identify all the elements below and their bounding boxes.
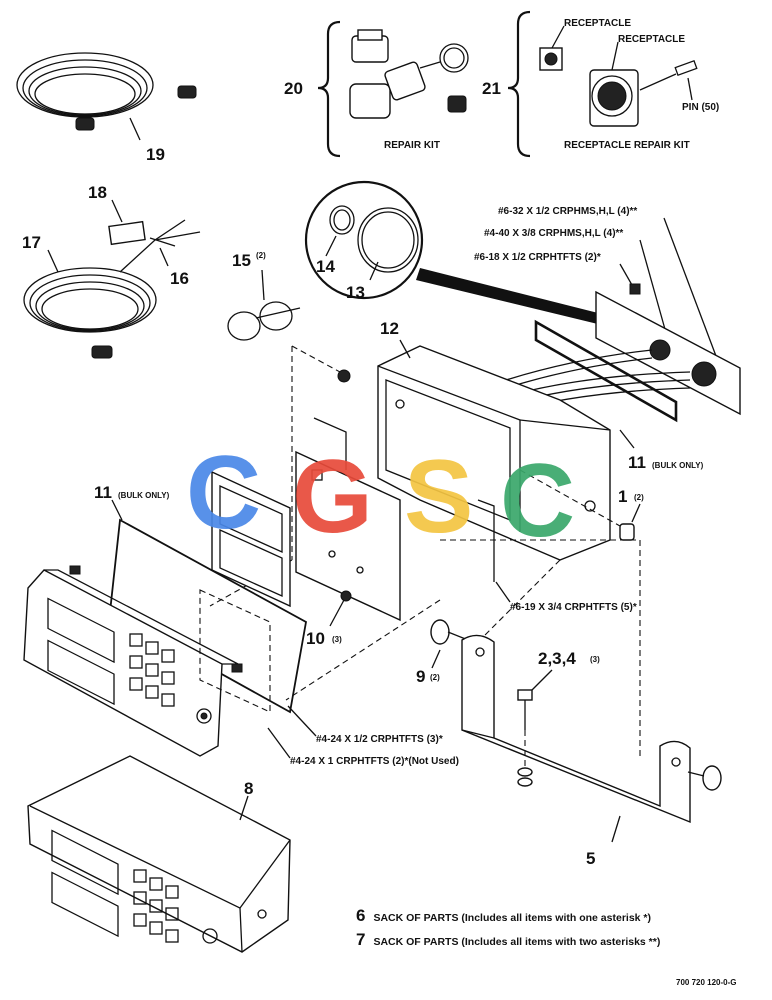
callout-8: 8 — [244, 779, 253, 798]
screw-4-24-one-label: #4-24 X 1 CRPHTFTS (2)*(Not Used) — [290, 756, 459, 767]
callout-15: 15 — [232, 251, 251, 270]
footer-item-6-text: SACK OF PARTS (Includes all items with o… — [373, 912, 652, 924]
callout-18: 18 — [88, 183, 107, 202]
watermark-logo: C G S C — [186, 435, 575, 559]
footer-item-6-number: 6 — [356, 906, 366, 925]
callout-11-right: 11 — [628, 453, 646, 472]
callout-16: 16 — [170, 269, 189, 288]
footer-item-6: 6 SACK OF PARTS (Includes all items with … — [356, 906, 756, 926]
receptacle-large-label: RECEPTACLE — [618, 34, 685, 45]
callout-20: 20 — [284, 79, 303, 98]
keypad-unit-8 — [133, 869, 179, 943]
assembly-guides — [209, 345, 641, 760]
screw-6-19-label: #6-19 X 3/4 CRPHTFTS (5)* — [510, 602, 637, 613]
callout-9: 9 — [416, 667, 425, 686]
assembled-unit-8 — [27, 755, 291, 953]
cable-17 — [23, 219, 201, 359]
callout-1: 1 — [618, 487, 627, 506]
callout-12: 12 — [380, 319, 399, 338]
callout-2-3-4-qty: (3) — [590, 655, 600, 664]
callout-17: 17 — [22, 233, 41, 252]
screw-6-18-label: #6-18 X 1/2 CRPHTFTS (2)* — [474, 252, 601, 263]
callout-19: 19 — [146, 145, 165, 164]
screw-4-24-half-label: #4-24 X 1/2 CRPHTFTS (3)* — [316, 734, 443, 745]
watermark-letter: G — [292, 439, 373, 555]
detail-circle — [304, 180, 610, 326]
screw-4-40-label: #4-40 X 3/8 CRPHMS,H,L (4)** — [484, 228, 623, 239]
circuit-board — [295, 369, 495, 622]
watermark-letter: C — [186, 435, 261, 551]
screw-6-32-label: #6-32 X 1/2 CRPHMS,H,L (4)** — [498, 206, 637, 217]
callout-11-left-qty: (BULK ONLY) — [118, 491, 170, 500]
rear-panel-assembly — [475, 283, 741, 423]
watermark-letter: C — [500, 443, 575, 559]
callout-5: 5 — [586, 849, 595, 868]
pin-label: PIN (50) — [682, 102, 719, 113]
watermark-letter: S — [404, 439, 473, 555]
footer-item-7-text: SACK OF PARTS (Includes all items with t… — [373, 936, 661, 948]
callout-14: 14 — [316, 257, 335, 276]
cable-19 — [16, 52, 197, 141]
callout-9-qty: (2) — [430, 673, 440, 682]
receptacle-repair-kit-label: RECEPTACLE REPAIR KIT — [564, 140, 690, 151]
hardware-2-3-4 — [517, 669, 553, 787]
front-bezel — [23, 565, 271, 757]
housing-12 — [377, 339, 611, 561]
callout-10-qty: (3) — [332, 635, 342, 644]
footer-item-7: 7 SACK OF PARTS (Includes all items with … — [356, 930, 756, 950]
callout-21: 21 — [482, 79, 501, 98]
callout-10: 10 — [306, 629, 325, 648]
callout-1-qty: (2) — [634, 493, 644, 502]
receptacle-repair-kit-21 — [507, 10, 698, 158]
cable-ties-15 — [227, 269, 301, 341]
display-frame — [211, 470, 291, 608]
drawing-number: 700 720 120-0-G — [676, 978, 737, 987]
callout-15-qty: (2) — [256, 251, 266, 260]
callout-2-3-4: 2,3,4 — [538, 649, 576, 668]
callout-13: 13 — [346, 283, 365, 302]
callout-11-left: 11 — [94, 483, 112, 502]
repair-kit-label: REPAIR KIT — [384, 140, 440, 151]
repair-kit-20 — [317, 20, 469, 158]
callout-11-right-qty: (BULK ONLY) — [652, 461, 704, 470]
footer-item-7-number: 7 — [356, 930, 366, 949]
bracket-5 — [461, 634, 722, 843]
keypad — [129, 633, 175, 707]
receptacle-small-label: RECEPTACLE — [564, 18, 631, 29]
